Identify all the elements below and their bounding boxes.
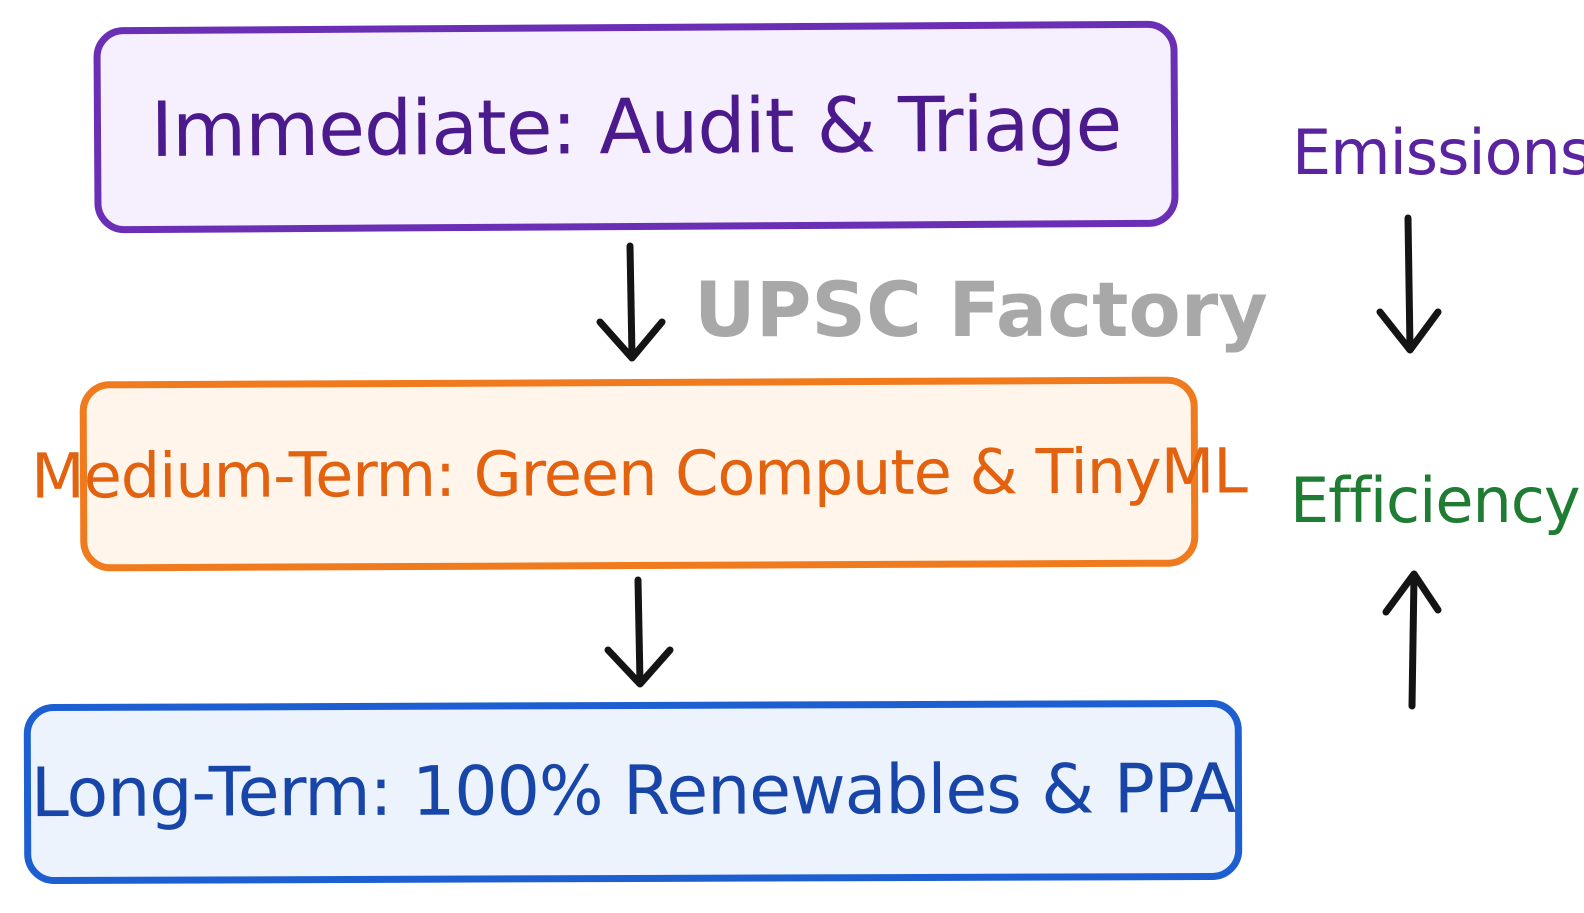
stage-box-medium-term: Medium-Term: Green Compute & TinyML [31, 376, 1247, 572]
watermark-text: UPSC Factory [694, 265, 1268, 354]
stage-label-medium-term: Medium-Term: Green Compute & TinyML [31, 434, 1247, 513]
emissions-label: Emissions [1292, 116, 1584, 189]
stage-label-immediate: Immediate: Audit & Triage [150, 79, 1122, 174]
efficiency-label: Efficiency [1290, 464, 1581, 537]
efficiency-arrow-up-icon [1382, 570, 1442, 710]
emissions-arrow-down-icon [1376, 214, 1442, 354]
arrow-down-icon [596, 242, 666, 362]
arrow-down-icon [604, 576, 674, 688]
stage-label-long-term: Long-Term: 100% Renewables & PPA [30, 749, 1236, 834]
stage-box-long-term: Long-Term: 100% Renewables & PPA [23, 699, 1243, 885]
stage-box-immediate: Immediate: Audit & Triage [93, 20, 1179, 234]
